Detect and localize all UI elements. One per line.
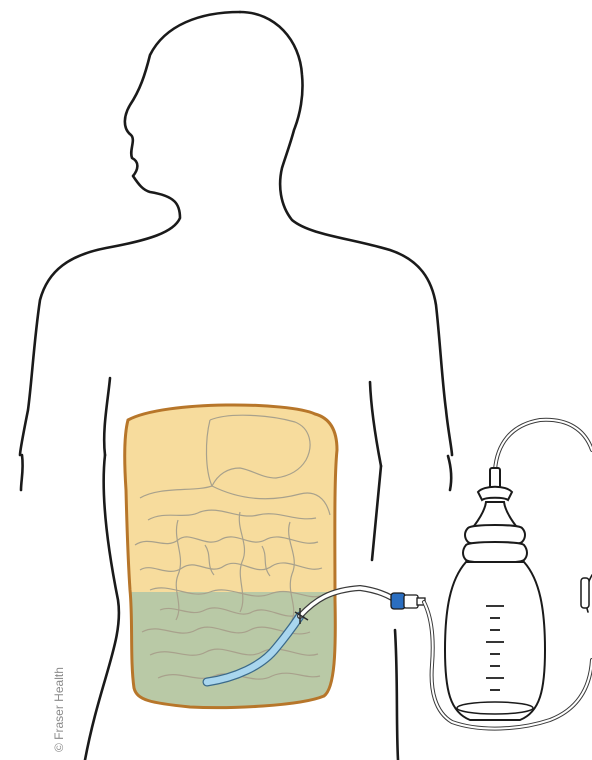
connector-icon	[391, 593, 425, 609]
copyright-label: © Fraser Health	[52, 667, 66, 752]
drainage-bottle-icon	[445, 468, 545, 720]
